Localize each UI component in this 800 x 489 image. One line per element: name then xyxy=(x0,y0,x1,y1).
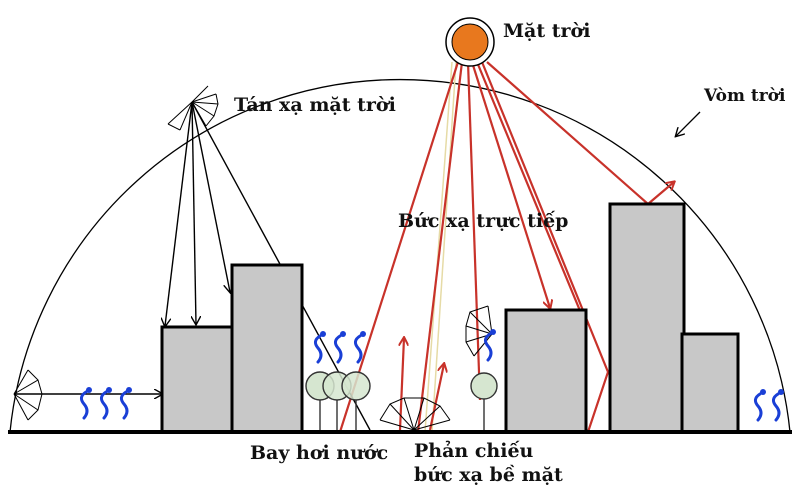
building-left xyxy=(160,263,304,434)
label-reflection-line2: bức xạ bề mặt xyxy=(414,464,563,486)
label-sky-dome: Vòm trời xyxy=(704,86,786,106)
label-evaporation: Bay hơi nước xyxy=(250,442,389,464)
direct-radiation-rays xyxy=(338,61,674,433)
trees-cluster xyxy=(305,371,371,432)
scatter-fan-left xyxy=(13,369,43,421)
label-sun: Mặt trời xyxy=(503,20,591,42)
sky-dome-arc xyxy=(9,78,791,433)
diffuse-rays xyxy=(424,61,457,433)
scatter-fan-tree xyxy=(465,305,493,357)
evaporation-heads xyxy=(86,329,784,395)
label-solar-scatter: Tán xạ mặt trời xyxy=(234,94,396,116)
label-direct-radiation: Bức xạ trực tiếp xyxy=(398,210,569,232)
label-reflection-line1: Phản chiếu xyxy=(414,440,534,462)
scatter-fan-top xyxy=(167,85,219,131)
evaporation-symbols xyxy=(79,332,781,422)
tree-single xyxy=(470,372,498,432)
building-right xyxy=(608,202,740,434)
building-middle xyxy=(504,308,588,434)
reflection-fan xyxy=(379,397,451,431)
sun-icon xyxy=(445,17,495,67)
sky-dome-pointer xyxy=(676,111,701,136)
